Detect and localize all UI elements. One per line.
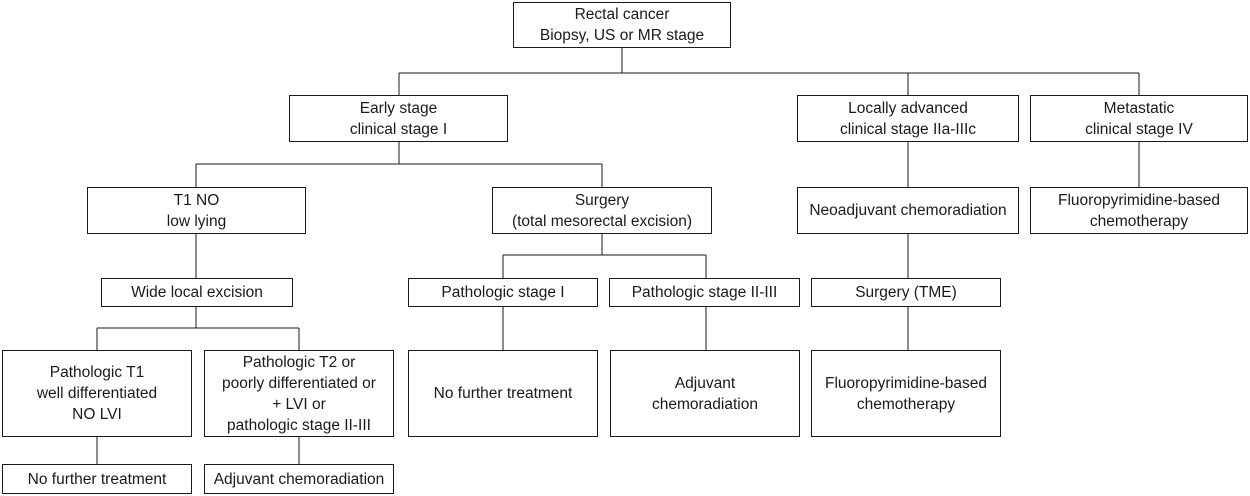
node-rectal-cancer: Rectal cancer Biopsy, US or MR stage — [513, 2, 731, 48]
node-no-further-treatment-middle: No further treatment — [408, 350, 598, 437]
node-metastatic: Metastatic clinical stage IV — [1030, 95, 1248, 142]
node-fluoropyrimidine-metastatic: Fluoropyrimidine-based chemotherapy — [1030, 187, 1248, 234]
node-no-further-treatment-left: No further treatment — [2, 464, 192, 494]
node-adjuvant-chemoradiation-middle: Adjuvant chemoradiation — [610, 350, 800, 437]
node-locally-advanced: Locally advanced clinical stage IIa-IIIc — [797, 95, 1019, 142]
node-early-stage: Early stage clinical stage I — [289, 95, 508, 142]
node-t1-n0-low-lying: T1 NO low lying — [87, 187, 306, 234]
node-pathologic-stage-2-3: Pathologic stage II-III — [609, 278, 800, 307]
node-pathologic-stage-1: Pathologic stage I — [408, 278, 598, 307]
node-surgery-total-mesorectal-excision: Surgery (total mesorectal excision) — [492, 187, 712, 234]
node-wide-local-excision: Wide local excision — [101, 278, 293, 307]
node-fluoropyrimidine-local: Fluoropyrimidine-based chemotherapy — [811, 350, 1001, 437]
node-pathologic-t2: Pathologic T2 or poorly differentiated o… — [204, 350, 394, 437]
node-neoadjuvant-chemoradiation: Neoadjuvant chemoradiation — [797, 187, 1019, 234]
node-adjuvant-chemoradiation-left: Adjuvant chemoradiation — [204, 464, 394, 494]
node-surgery-tme: Surgery (TME) — [811, 278, 1001, 307]
node-pathologic-t1: Pathologic T1 well differentiated NO LVI — [2, 350, 192, 437]
